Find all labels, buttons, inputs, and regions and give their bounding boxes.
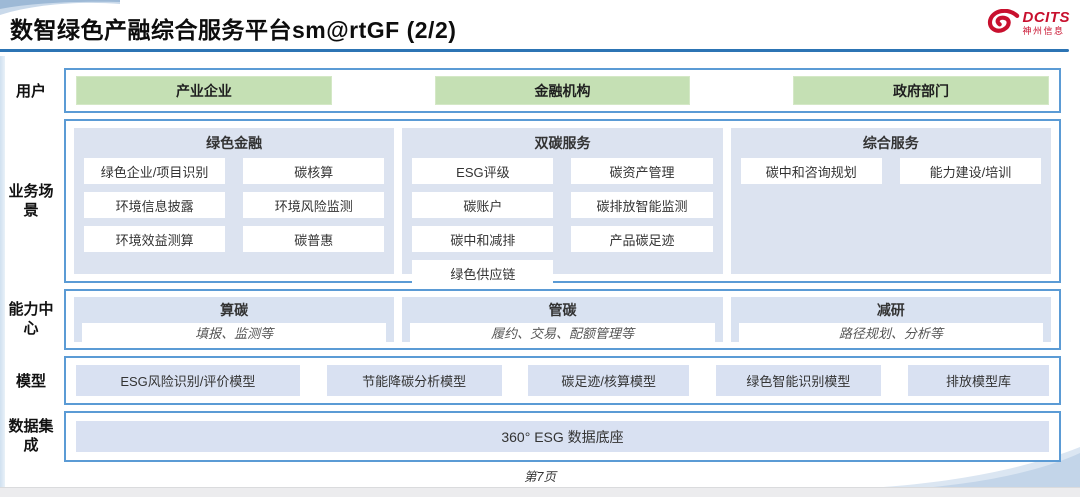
scenario-item: 产品碳足迹: [571, 226, 713, 252]
data-integration-row-inner: 360° ESG 数据底座: [66, 413, 1059, 460]
model-box: 碳足迹/核算模型: [528, 365, 689, 396]
row-label-data: 数据集成: [8, 418, 54, 454]
data-foundation-box: 360° ESG 数据底座: [76, 421, 1049, 452]
capability-carbon-management: 管碳 履约、交易、配额管理等: [402, 297, 723, 342]
capabilities-row-inner: 算碳 填报、监测等 管碳 履约、交易、配额管理等 减研 路径规划、分析等: [66, 291, 1059, 348]
row-label-capabilities: 能力中心: [8, 301, 54, 337]
user-box-financial: 金融机构: [434, 76, 691, 105]
scenario-item: 碳核算: [243, 158, 385, 184]
brand-subtitle: 神州信息: [1022, 25, 1065, 36]
page-number: 第7页: [524, 470, 556, 484]
dcits-swirl-icon: [987, 9, 1019, 33]
row-label-users: 用户: [15, 83, 46, 100]
scenario-item: 碳普惠: [243, 226, 385, 252]
model-box: ESG风险识别/评价模型: [76, 365, 300, 396]
scenario-item: 碳中和减排: [412, 226, 554, 252]
panel-grid: 绿色企业/项目识别 碳核算 环境信息披露 环境风险监测 环境效益测算 碳普惠: [84, 158, 385, 252]
panel-dual-carbon: 双碳服务 ESG评级 碳资产管理 碳账户 碳排放智能监测 碳中和减排 产品碳足迹…: [402, 128, 723, 286]
scenario-item: 环境信息披露: [84, 192, 226, 218]
brand-name: DCITS: [1022, 8, 1070, 26]
capability-reduction-research: 减研 路径规划、分析等: [730, 297, 1051, 342]
user-box-industry: 产业企业: [76, 76, 332, 105]
panel-title: 综合服务: [862, 135, 919, 151]
scenarios-row: 绿色金融 绿色企业/项目识别 碳核算 环境信息披露 环境风险监测 环境效益测算 …: [64, 119, 1061, 286]
model-box: 排放模型库: [907, 365, 1049, 396]
scenario-item: 碳资产管理: [571, 158, 713, 184]
bottom-edge-strip: [0, 487, 1080, 497]
panel-grid: ESG评级 碳资产管理 碳账户 碳排放智能监测 碳中和减排 产品碳足迹 绿色供应…: [412, 158, 713, 286]
capability-desc: 填报、监测等: [82, 323, 387, 342]
capability-desc: 路径规划、分析等: [738, 323, 1043, 342]
row-label-models: 模型: [15, 373, 46, 390]
brand-logo: DCITS 神州信息: [986, 9, 1071, 36]
capability-title: 减研: [876, 302, 905, 318]
panel-comprehensive: 综合服务 碳中和咨询规划 能力建设/培训: [730, 128, 1051, 274]
panel-grid: 碳中和咨询规划 能力建设/培训: [740, 158, 1041, 184]
scenario-item: 环境风险监测: [243, 192, 385, 218]
model-box: 绿色智能识别模型: [715, 365, 882, 396]
models-row-inner: ESG风险识别/评价模型 节能降碳分析模型 碳足迹/核算模型 绿色智能识别模型 …: [66, 358, 1059, 403]
brand-logo-text: DCITS 神州信息: [1023, 10, 1071, 36]
panel-green-finance: 绿色金融 绿色企业/项目识别 碳核算 环境信息披露 环境风险监测 环境效益测算 …: [74, 128, 395, 274]
row-label-scenarios: 业务场景: [8, 183, 54, 219]
capabilities-row: 算碳 填报、监测等 管碳 履约、交易、配额管理等 减研 路径规划、分析等: [64, 289, 1061, 350]
left-edge-decoration: [0, 56, 5, 487]
model-box: 节能降碳分析模型: [326, 365, 502, 396]
scenario-item: 碳账户: [412, 192, 554, 218]
capability-desc: 履约、交易、配额管理等: [410, 323, 715, 342]
panel-title: 绿色金融: [206, 135, 263, 151]
scenarios-row-inner: 绿色金融 绿色企业/项目识别 碳核算 环境信息披露 环境风险监测 环境效益测算 …: [66, 121, 1059, 286]
scenario-item: 绿色供应链: [412, 260, 554, 286]
scenario-item: 碳中和咨询规划: [740, 158, 882, 184]
users-row: 产业企业 金融机构 政府部门: [64, 68, 1061, 113]
title-underline: [0, 49, 1069, 52]
user-box-government: 政府部门: [793, 76, 1049, 105]
scenario-item: 能力建设/培训: [899, 158, 1041, 184]
data-integration-row: 360° ESG 数据底座: [64, 411, 1061, 462]
capability-title: 管碳: [548, 302, 577, 318]
panel-title: 双碳服务: [534, 135, 591, 151]
scenario-item: 碳排放智能监测: [571, 192, 713, 218]
users-row-inner: 产业企业 金融机构 政府部门: [66, 70, 1059, 111]
capability-title: 算碳: [220, 302, 249, 318]
scenario-item: ESG评级: [412, 158, 554, 184]
scenario-item: 绿色企业/项目识别: [84, 158, 226, 184]
capability-carbon-accounting: 算碳 填报、监测等: [74, 297, 395, 342]
scenario-item: 环境效益测算: [84, 226, 226, 252]
models-row: ESG风险识别/评价模型 节能降碳分析模型 碳足迹/核算模型 绿色智能识别模型 …: [64, 356, 1061, 405]
page-title: 数智绿色产融综合服务平台sm@rtGF (2/2): [10, 17, 457, 43]
